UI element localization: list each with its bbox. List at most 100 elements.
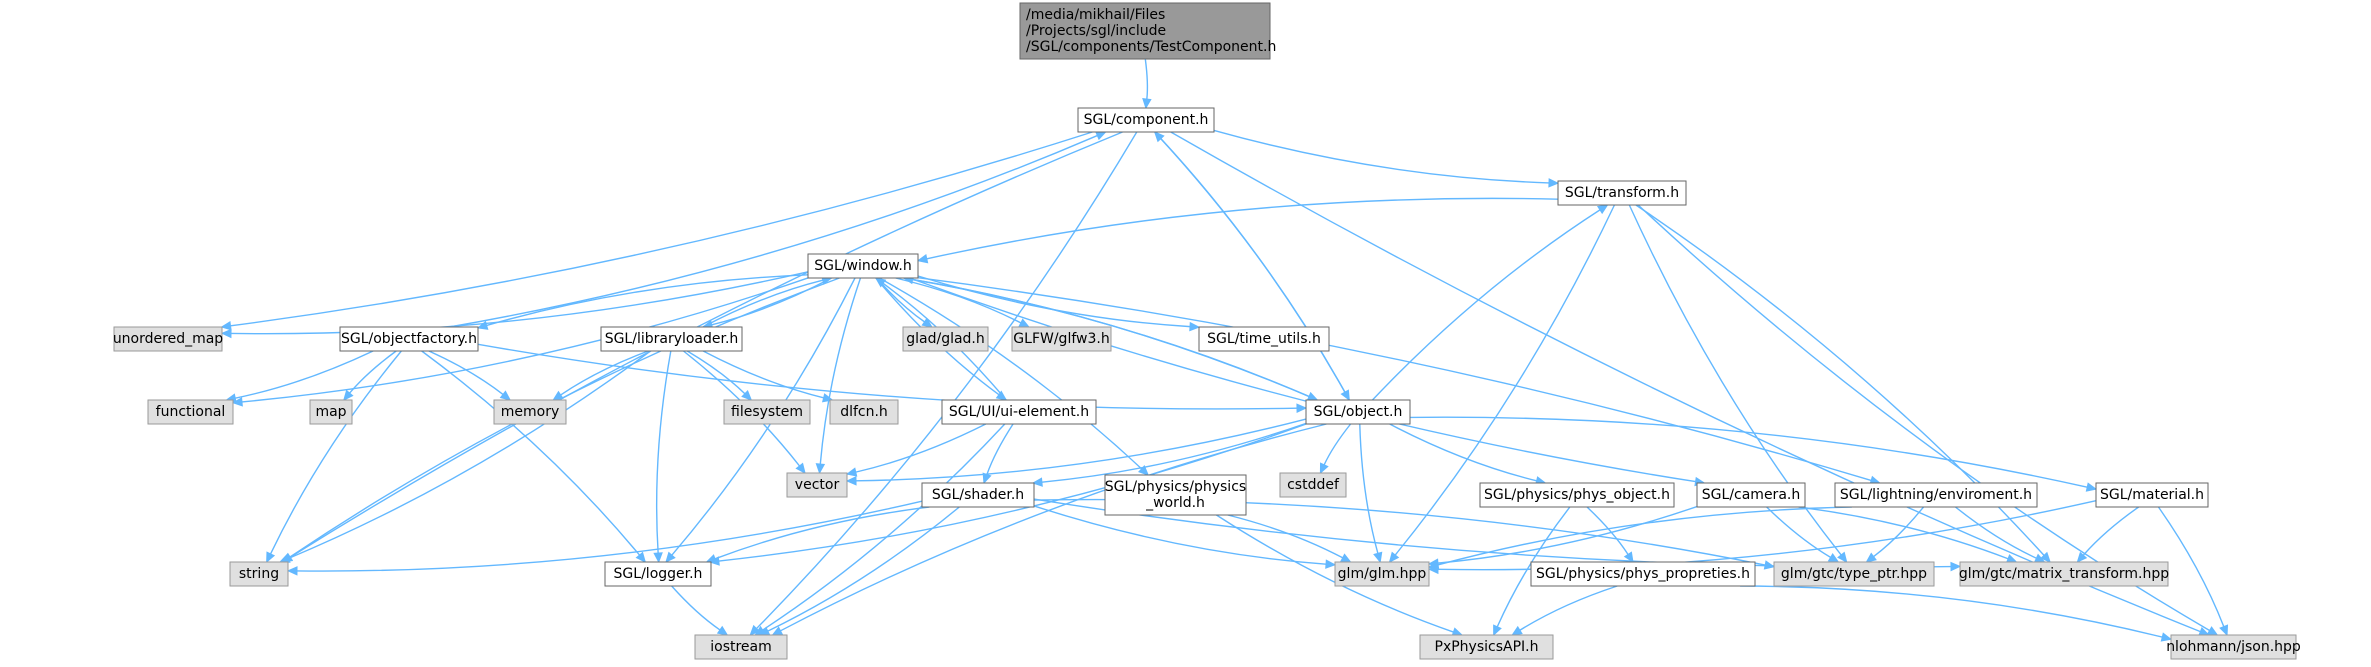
node-shader[interactable]: SGL/shader.h [921, 482, 1035, 508]
edge-arrowhead-transform-to-json [2206, 626, 2219, 636]
edge-arrowhead-object-to-glm [1373, 551, 1383, 564]
edge-arrowhead-window-to-physics_world [1138, 465, 1150, 476]
edge-arrowhead-object-to-shader [1031, 477, 1043, 487]
node-box-glm [1334, 561, 1430, 587]
node-filesystem: filesystem [723, 399, 811, 425]
edge-objectfactory-to-component [449, 134, 1098, 328]
edge-arrowhead-window-to-glad [921, 317, 933, 328]
node-label-transform: SGL/transform.h [1565, 185, 1679, 201]
edge-arrowhead-enviroment-to-type_ptr [1865, 552, 1877, 563]
node-box-cstddef [1279, 472, 1347, 498]
node-box-phys_object [1479, 482, 1675, 508]
edge-arrowhead-libraryloader-to-vector [795, 462, 806, 474]
node-object[interactable]: SGL/object.h [1305, 399, 1411, 425]
edge-arrowhead-objectfactory-to-map [343, 389, 354, 401]
node-label-root: /media/mikhail/Files [1026, 7, 1165, 23]
edge-arrowhead-phys_object-to-phys_propreties [1623, 551, 1634, 564]
node-label-shader: SGL/shader.h [932, 487, 1024, 503]
edge-ui_element-to-iostream [762, 423, 1006, 631]
node-memory: memory [493, 399, 567, 425]
edge-arrowhead-logger-to-iostream [716, 625, 729, 636]
edge-arrowhead-objectfactory-to-memory [499, 390, 512, 401]
node-box-logger [604, 561, 712, 587]
edge-arrowhead-component-to-unordered_map [220, 321, 232, 331]
edge-objectfactory-to-string [269, 350, 402, 555]
node-box-component [1077, 107, 1215, 133]
edge-arrowhead-component-to-iostream [749, 624, 761, 636]
edge-arrowhead-material-to-glm [1427, 564, 1439, 575]
edge-arrowhead-camera-to-type_ptr [1827, 553, 1840, 563]
node-cstddef: cstddef [1279, 472, 1347, 498]
node-type_ptr: glm/gtc/type_ptr.hpp [1773, 561, 1935, 587]
edge-arrowhead-window-to-unordered_map [220, 328, 232, 339]
node-label-glm: glm/glm.hpp [1338, 566, 1427, 582]
node-label-filesystem: filesystem [731, 404, 803, 420]
edge-window-to-functional [241, 277, 809, 403]
node-label-iostream: iostream [710, 639, 772, 655]
node-material[interactable]: SGL/material.h [2095, 482, 2209, 508]
node-box-dlfcn [829, 399, 899, 425]
node-component[interactable]: SGL/component.h [1077, 107, 1215, 133]
node-label-functional: functional [156, 404, 226, 420]
edge-arrowhead-material-to-json [2219, 624, 2229, 637]
edge-arrowhead-window-to-logger [665, 551, 676, 563]
node-label-material: SGL/material.h [2100, 487, 2204, 503]
node-label-cstddef: cstddef [1287, 477, 1340, 493]
edge-transform-to-window [926, 197, 1559, 260]
edge-object-to-transform [1371, 209, 1601, 401]
node-iostream: iostream [694, 634, 788, 660]
node-ui_element[interactable]: SGL/UI/ui-element.h [941, 399, 1097, 425]
edge-camera-to-type_ptr [1766, 506, 1831, 559]
node-box-filesystem [723, 399, 811, 425]
node-root[interactable]: /media/mikhail/Files/Projects/sgl/includ… [1019, 2, 1276, 60]
node-functional: functional [147, 399, 234, 425]
node-box-shader [921, 482, 1035, 508]
edge-arrowhead-shader-to-matrix_transform [1950, 561, 1962, 572]
node-phys_object[interactable]: SGL/physics/phys_object.h [1479, 482, 1675, 508]
node-box-matrix_transform [1959, 561, 2169, 587]
node-json: nlohmann/json.hpp [2166, 634, 2301, 660]
node-libraryloader[interactable]: SGL/libraryloader.h [600, 326, 743, 352]
edge-arrowhead-objectfactory-to-object [1296, 403, 1308, 413]
edge-window-to-vector [819, 277, 862, 465]
node-label-root: /Projects/sgl/include [1026, 23, 1166, 39]
edge-material-to-matrix_transform [2082, 506, 2140, 556]
node-objectfactory[interactable]: SGL/objectfactory.h [339, 326, 479, 352]
node-phys_propreties[interactable]: SGL/physics/phys_propreties.h [1530, 561, 1756, 587]
edge-arrowhead-phys_propreties-to-physx [1511, 625, 1523, 636]
edge-arrowhead-transform-to-matrix_transform [2040, 551, 2051, 563]
node-box-object [1305, 399, 1411, 425]
edge-shader-to-logger [714, 506, 930, 560]
node-window[interactable]: SGL/window.h [807, 253, 919, 279]
edge-window-to-glfw [895, 277, 1022, 324]
node-enviroment[interactable]: SGL/lightning/enviroment.h [1834, 482, 2038, 508]
edge-objectfactory-to-object [477, 343, 1298, 410]
edge-objectfactory-to-map [349, 350, 397, 394]
edge-phys_object-to-phys_propreties [1586, 506, 1629, 555]
node-camera[interactable]: SGL/camera.h [1696, 482, 1806, 508]
edge-window-to-physics_world [879, 277, 1143, 470]
edge-arrowhead-libraryloader-to-memory [552, 390, 564, 401]
node-physics_world[interactable]: SGL/physics/physics_world.h [1104, 474, 1247, 516]
node-box-physics_world [1104, 474, 1247, 516]
node-logger[interactable]: SGL/logger.h [604, 561, 712, 587]
edge-arrowhead-camera-to-matrix_transform [2005, 554, 2018, 564]
edge-transform-to-type_ptr [1628, 204, 1842, 556]
node-time_utils[interactable]: SGL/time_utils.h [1198, 326, 1330, 352]
edge-enviroment-to-glm [1437, 506, 1852, 566]
edge-objectfactory-to-functional [235, 350, 374, 399]
edge-arrowhead-objectfactory-to-string [266, 551, 276, 564]
node-box-memory [493, 399, 567, 425]
node-box-string [229, 561, 289, 587]
edge-libraryloader-to-filesystem [686, 350, 746, 395]
node-box-objectfactory [339, 326, 479, 352]
edge-shader-to-string [296, 500, 923, 572]
node-box-type_ptr [1773, 561, 1935, 587]
node-transform[interactable]: SGL/transform.h [1557, 180, 1687, 206]
node-label-time_utils: SGL/time_utils.h [1207, 331, 1321, 347]
edge-arrowhead-shader-to-string [286, 566, 298, 576]
edge-arrowhead-object-to-transform [1596, 204, 1609, 215]
node-box-transform [1557, 180, 1687, 206]
edge-arrowhead-ui_element-to-vector [845, 467, 858, 477]
